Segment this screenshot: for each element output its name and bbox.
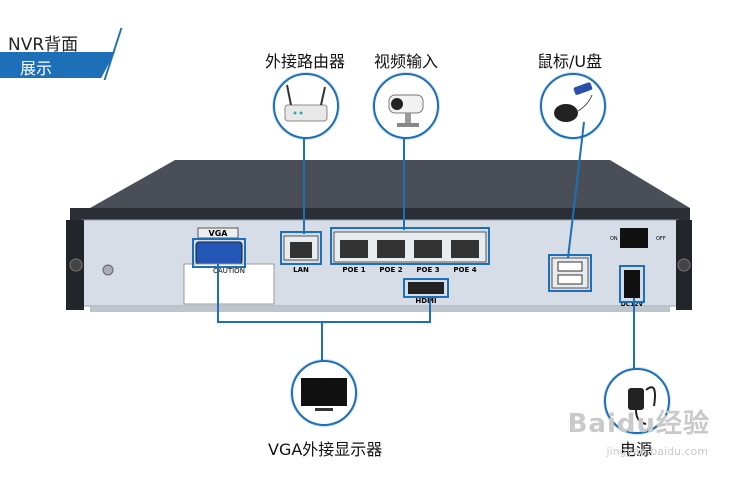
poe3-port (414, 240, 442, 258)
power-label: 电源 (620, 440, 653, 459)
monitor-circle (291, 360, 357, 426)
vga-monitor-label: VGA外接显示器 (268, 440, 383, 459)
poe1-text: POE 1 (342, 266, 365, 274)
mouse-icon (554, 82, 593, 122)
vga-port (195, 241, 243, 265)
watermark-brand: Baidu经验 (567, 409, 710, 439)
chassis-top (90, 160, 690, 208)
badge-subtitle: 展示 (20, 59, 53, 78)
dc-jack (624, 270, 640, 298)
power-switch (620, 228, 648, 248)
callout-lines (192, 121, 645, 370)
camera-icon (388, 94, 424, 127)
video-input-label: 视频输入 (374, 52, 439, 71)
poe4-text: POE 4 (453, 266, 476, 274)
hdmi-text: HDMI (415, 297, 436, 305)
mouse-usb-label: 鼠标/U盘 (537, 52, 603, 71)
vga-text: VGA (209, 229, 229, 238)
monitor-icon (301, 378, 347, 411)
poe2-text: POE 2 (379, 266, 402, 274)
dc-text: DC12V (621, 301, 644, 308)
poe3-text: POE 3 (416, 266, 439, 274)
watermark-url: jingyan.baidu.com (606, 445, 708, 458)
hdmi-port (408, 282, 444, 294)
poe4-port (451, 240, 479, 258)
off-text: OFF (656, 236, 666, 242)
power-adapter-icon (628, 386, 656, 425)
mouse-circle (540, 73, 606, 139)
router-label: 外接路由器 (265, 52, 346, 71)
ground-screw (102, 264, 114, 276)
power-adapter-circle (604, 368, 670, 434)
on-text: ON (610, 236, 618, 242)
badge-title: NVR背面 (8, 35, 79, 55)
badge-bar (0, 52, 115, 78)
camera-circle (373, 73, 439, 139)
lan-port (290, 242, 312, 258)
chassis-lip (70, 208, 690, 222)
left-screw (69, 258, 83, 272)
poe1-port (340, 240, 368, 258)
right-screw (677, 258, 691, 272)
router-icon (284, 84, 328, 122)
lan-text: LAN (293, 266, 309, 274)
caution-sticker (183, 263, 275, 305)
poe2-port (377, 240, 405, 258)
router-circle (273, 73, 339, 139)
caution-text: CAUTION (213, 267, 245, 275)
